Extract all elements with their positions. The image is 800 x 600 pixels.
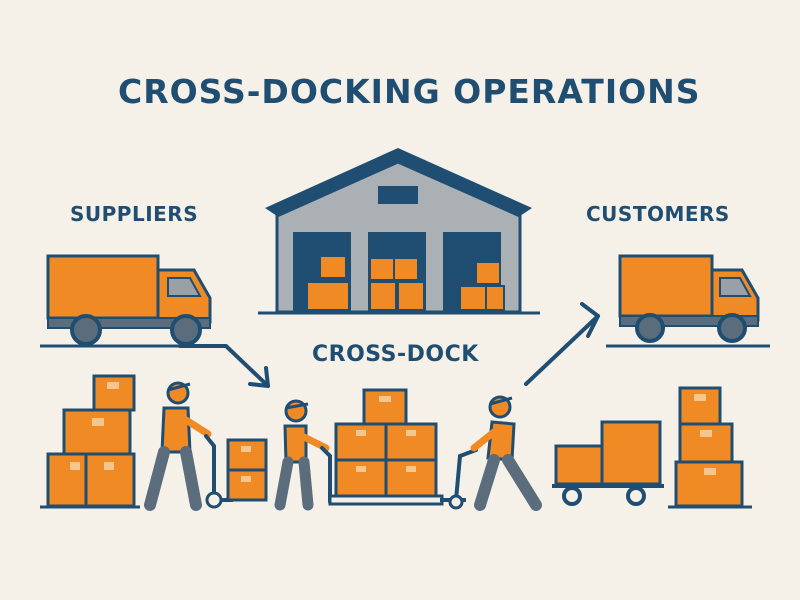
box-stack-icon (320, 388, 444, 506)
hand-truck-icon (552, 420, 664, 506)
worker-icon (274, 399, 330, 511)
warehouse-boxes (306, 255, 505, 311)
supplier-truck-icon (40, 254, 225, 348)
flow-arrow-icon (178, 302, 600, 388)
suppliers-label: SUPPLIERS (70, 202, 199, 226)
cross-dock-label: CROSS-DOCK (312, 342, 479, 367)
warehouse-icon (258, 148, 540, 315)
box-stack-icon (668, 386, 752, 509)
diagram-title: CROSS-DOCKING OPERATIONS (118, 72, 701, 111)
pallet-jack-icon (440, 448, 478, 510)
customers-label: CUSTOMERS (586, 202, 730, 226)
box-stack-icon (40, 374, 140, 509)
worker-icon (470, 395, 542, 511)
worker-icon (144, 381, 212, 511)
customer-truck-icon (606, 254, 770, 348)
hand-truck-icon (204, 434, 268, 509)
